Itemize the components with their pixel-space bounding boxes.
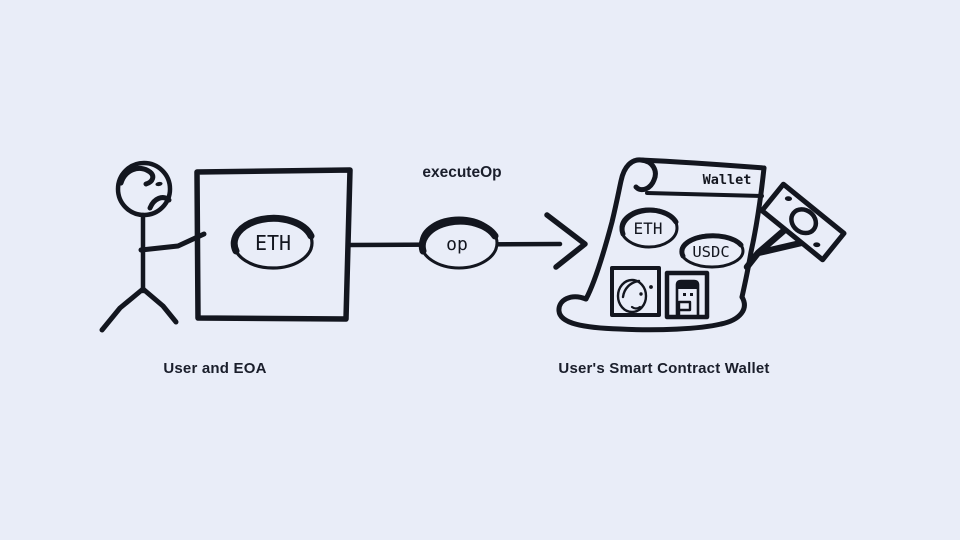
female-face-avatar-icon bbox=[610, 266, 661, 317]
caption-smart-contract-wallet: User's Smart Contract Wallet bbox=[558, 360, 770, 377]
robot-right-eye bbox=[690, 293, 693, 296]
robot-frame bbox=[664, 270, 710, 320]
execute-op-flow: executeOp op bbox=[347, 164, 588, 270]
op-ellipse-accent bbox=[418, 217, 499, 255]
wallet-header-label: Wallet bbox=[703, 172, 752, 188]
avatar-face-outline bbox=[616, 278, 648, 314]
cash-bill-mark-left bbox=[784, 196, 793, 202]
avatar-mouth bbox=[630, 305, 642, 310]
figure-hair bbox=[118, 166, 156, 187]
scroll-header-underline bbox=[645, 191, 764, 198]
wallet-eth-label: ETH bbox=[634, 219, 663, 238]
scroll-bottom-curl bbox=[556, 294, 747, 333]
figure-arm bbox=[138, 231, 207, 253]
scroll-right-edge bbox=[739, 165, 767, 300]
figure-right-leg bbox=[140, 286, 179, 325]
robot-left-eye bbox=[683, 293, 686, 296]
figure-mouth bbox=[147, 195, 172, 211]
robot-avatar-icon bbox=[664, 270, 710, 320]
figure-left-leg bbox=[99, 286, 146, 333]
scroll-left-edge-curl bbox=[583, 157, 658, 302]
op-label: op bbox=[446, 234, 468, 255]
cash-bill-mark-right bbox=[813, 242, 821, 248]
eoa-token-label: ETH bbox=[255, 231, 291, 255]
wallet-eth-ellipse-accent bbox=[619, 207, 679, 237]
smart-contract-wallet-scroll: Wallet ETH USDC bbox=[556, 157, 847, 333]
wallet-usdc-label: USDC bbox=[692, 243, 729, 261]
avatar-eye bbox=[639, 292, 643, 296]
robot-mouth bbox=[677, 300, 692, 319]
avatar-dot bbox=[649, 285, 653, 289]
eoa-box-outline bbox=[194, 167, 353, 322]
scroll-top-edge bbox=[638, 157, 767, 171]
figure-eye bbox=[155, 181, 163, 187]
eth-token-ellipse-accent bbox=[230, 214, 315, 255]
stick-figure-user-icon bbox=[99, 160, 207, 333]
robot-hair-bar bbox=[678, 282, 697, 289]
cash-bill-circle bbox=[789, 207, 819, 236]
avatar-hair bbox=[621, 279, 641, 299]
cash-bill-outline bbox=[759, 181, 847, 263]
robot-head-outline bbox=[675, 279, 700, 317]
right-arrow-head bbox=[544, 212, 588, 270]
execute-op-label: executeOp bbox=[422, 164, 501, 181]
wallet-usdc-ellipse-accent bbox=[679, 233, 744, 259]
caption-user-and-eoa: User and EOA bbox=[163, 360, 267, 377]
eoa-box: ETH bbox=[194, 167, 353, 322]
avatar-frame bbox=[610, 266, 661, 317]
